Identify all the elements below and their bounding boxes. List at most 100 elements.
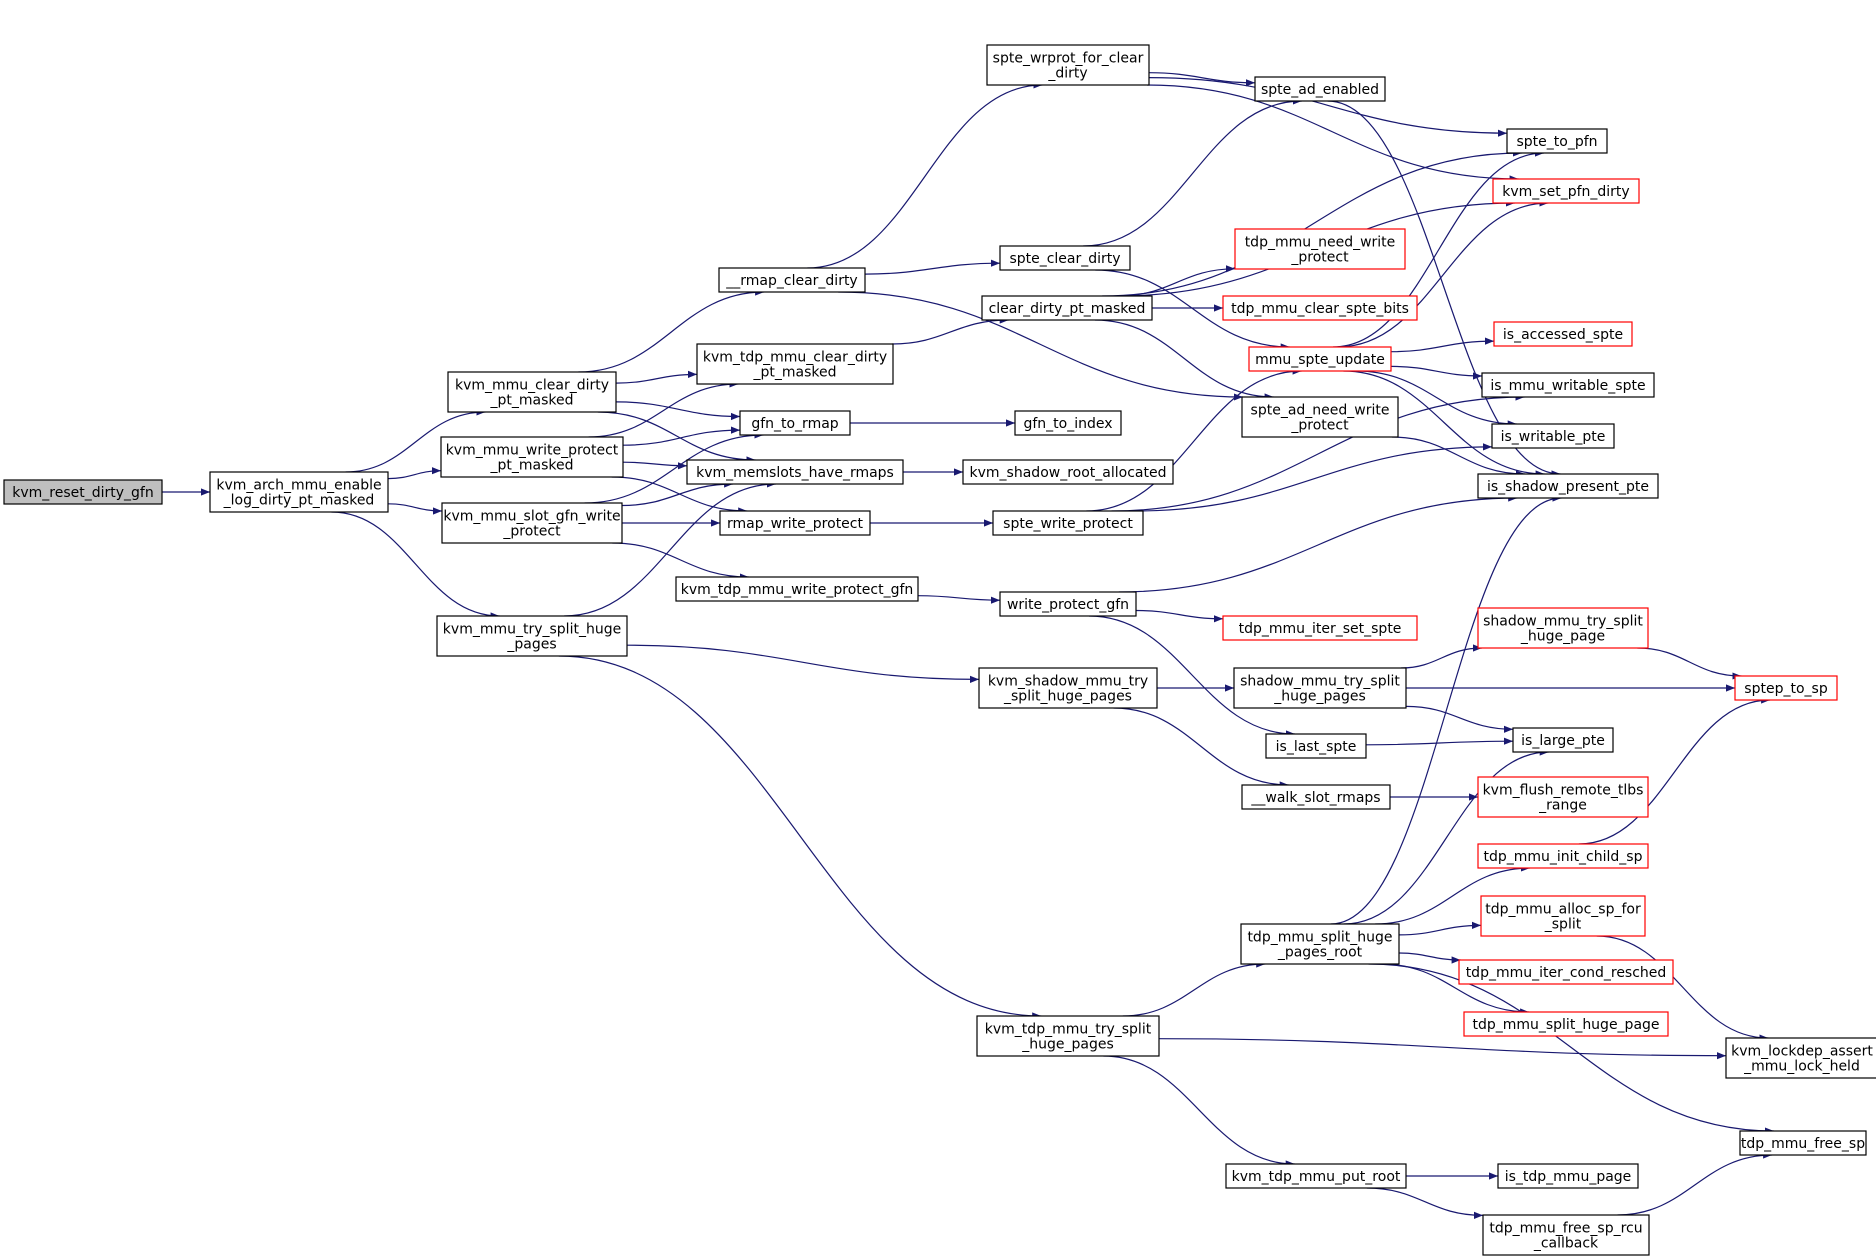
node-is-mmu-writable-spte[interactable]: is_mmu_writable_spte xyxy=(1481,372,1655,398)
node-is-accessed-spte[interactable]: is_accessed_spte xyxy=(1493,321,1633,347)
node-label: is_large_pte xyxy=(1521,733,1605,749)
node-is-shadow-present-pte[interactable]: is_shadow_present_pte xyxy=(1477,473,1659,499)
node-is-tdp-mmu-page[interactable]: is_tdp_mmu_page xyxy=(1497,1163,1639,1189)
node-box xyxy=(696,343,894,385)
node-label: kvm_tdp_mmu_try_split xyxy=(985,1022,1152,1038)
node-label: tdp_mmu_free_sp_rcu xyxy=(1489,1221,1642,1237)
call-edge xyxy=(1086,367,1302,512)
node-gfn-to-rmap[interactable]: gfn_to_rmap xyxy=(739,410,851,436)
node-kvm-arch-mmu-enable-log-dirty-pt-masked[interactable]: kvm_arch_mmu_enable_log_dirty_pt_masked xyxy=(209,471,389,513)
node-tdp-mmu-alloc-sp-for-split[interactable]: tdp_mmu_alloc_sp_for_split xyxy=(1480,895,1646,937)
node-kvm-flush-remote-tlbs-range[interactable]: kvm_flush_remote_tlbs_range xyxy=(1477,776,1649,818)
call-edge xyxy=(558,655,1042,1020)
node-box xyxy=(1233,667,1407,709)
node-box xyxy=(1493,321,1633,347)
node-kvm-tdp-mmu-put-root[interactable]: kvm_tdp_mmu_put_root xyxy=(1225,1163,1407,1189)
node-kvm-mmu-write-protect-pt-masked[interactable]: kvm_mmu_write_protect_pt_masked xyxy=(440,436,624,478)
node-label: spte_write_protect xyxy=(1003,516,1133,532)
call-edge xyxy=(1391,436,1525,478)
node-tdp-mmu-split-huge-page[interactable]: tdp_mmu_split_huge_page xyxy=(1463,1011,1669,1037)
node-label: __rmap_clear_dirty xyxy=(725,273,857,289)
node-kvm-shadow-root-allocated[interactable]: kvm_shadow_root_allocated xyxy=(962,459,1174,485)
node-kvm-shadow-mmu-try-split-huge-pages[interactable]: kvm_shadow_mmu_try_split_huge_pages xyxy=(978,667,1158,709)
node-tdp-mmu-need-write-protect[interactable]: tdp_mmu_need_write_protect xyxy=(1234,228,1406,270)
node-tdp-mmu-clear-spte-bits[interactable]: tdp_mmu_clear_spte_bits xyxy=(1222,295,1418,321)
node-kvm-reset-dirty-gfn[interactable]: kvm_reset_dirty_gfn xyxy=(3,479,163,505)
node-spte-write-protect[interactable]: spte_write_protect xyxy=(992,510,1144,536)
node-kvm-tdp-mmu-try-split-huge-pages[interactable]: kvm_tdp_mmu_try_split_huge_pages xyxy=(976,1015,1160,1057)
node-mmu-spte-update[interactable]: mmu_spte_update xyxy=(1248,346,1392,372)
node-label: tdp_mmu_need_write xyxy=(1245,235,1396,251)
call-edge xyxy=(1118,494,1518,593)
node-box xyxy=(1463,1011,1669,1037)
node-box xyxy=(1477,607,1649,649)
node-shadow-mmu-try-split-huge-pages[interactable]: shadow_mmu_try_split_huge_pages xyxy=(1233,667,1407,709)
node-tdp-mmu-free-sp[interactable]: tdp_mmu_free_sp xyxy=(1739,1130,1867,1156)
call-edge xyxy=(1365,737,1514,746)
node-label: tdp_mmu_split_huge xyxy=(1247,930,1392,946)
node-label: gfn_to_rmap xyxy=(751,416,838,432)
node-rmap-clear-dirty[interactable]: __rmap_clear_dirty xyxy=(718,267,866,293)
node-walk-slot-rmaps[interactable]: __walk_slot_rmaps xyxy=(1241,784,1391,810)
node-tdp-mmu-iter-cond-resched[interactable]: tdp_mmu_iter_cond_resched xyxy=(1458,959,1674,985)
node-box xyxy=(1481,372,1655,398)
node-spte-ad-enabled[interactable]: spte_ad_enabled xyxy=(1254,76,1386,102)
node-kvm-mmu-try-split-huge-pages[interactable]: kvm_mmu_try_split_huge_pages xyxy=(436,615,628,657)
node-label: _huge_pages xyxy=(1273,689,1366,705)
node-box xyxy=(1222,295,1418,321)
node-box xyxy=(992,510,1144,536)
node-box xyxy=(981,295,1153,321)
node-box xyxy=(686,459,904,485)
call-edge xyxy=(615,370,698,384)
node-label: kvm_shadow_root_allocated xyxy=(970,465,1167,481)
node-tdp-mmu-split-huge-pages-root[interactable]: tdp_mmu_split_huge_pages_root xyxy=(1240,923,1400,965)
node-write-protect-gfn[interactable]: write_protect_gfn xyxy=(999,591,1137,617)
call-edge xyxy=(1118,265,1236,297)
node-clear-dirty-pt-masked[interactable]: clear_dirty_pt_masked xyxy=(981,295,1153,321)
node-spte-wrprot-for-clear-dirty[interactable]: spte_wrprot_for_clear_dirty xyxy=(986,44,1150,86)
node-label: clear_dirty_pt_masked xyxy=(989,301,1146,317)
node-label: tdp_mmu_clear_spte_bits xyxy=(1231,301,1409,317)
node-box xyxy=(1014,410,1122,436)
node-kvm-mmu-clear-dirty-pt-masked[interactable]: kvm_mmu_clear_dirty_pt_masked xyxy=(447,371,617,413)
node-box xyxy=(1492,178,1640,204)
node-spte-to-pfn[interactable]: spte_to_pfn xyxy=(1506,128,1608,154)
node-is-large-pte[interactable]: is_large_pte xyxy=(1512,727,1614,753)
node-gfn-to-index[interactable]: gfn_to_index xyxy=(1014,410,1122,436)
node-kvm-tdp-mmu-clear-dirty-pt-masked[interactable]: kvm_tdp_mmu_clear_dirty_pt_masked xyxy=(696,343,894,385)
node-label: _pt_masked xyxy=(753,365,837,381)
node-spte-ad-need-write-protect[interactable]: spte_ad_need_write_protect xyxy=(1241,396,1399,438)
node-kvm-memslots-have-rmaps[interactable]: kvm_memslots_have_rmaps xyxy=(686,459,904,485)
node-shadow-mmu-try-split-huge-page[interactable]: shadow_mmu_try_split_huge_page xyxy=(1477,607,1649,649)
node-box xyxy=(1482,1214,1650,1256)
node-box xyxy=(1241,784,1391,810)
node-label: _dirty xyxy=(1047,66,1087,82)
call-edge xyxy=(1103,1055,1295,1168)
node-kvm-set-pfn-dirty[interactable]: kvm_set_pfn_dirty xyxy=(1492,178,1640,204)
call-edge xyxy=(578,288,765,373)
node-kvm-tdp-mmu-write-protect-gfn[interactable]: kvm_tdp_mmu_write_protect_gfn xyxy=(675,576,919,602)
node-box xyxy=(1265,733,1367,759)
call-edge xyxy=(1366,1187,1484,1219)
node-tdp-mmu-iter-set-spte[interactable]: tdp_mmu_iter_set_spte xyxy=(1222,615,1418,641)
node-tdp-mmu-init-child-sp[interactable]: tdp_mmu_init_child_sp xyxy=(1477,843,1649,869)
call-edge xyxy=(1111,393,1525,512)
node-tdp-mmu-free-sp-rcu-callback[interactable]: tdp_mmu_free_sp_rcu_callback xyxy=(1482,1214,1650,1256)
node-box xyxy=(1477,843,1649,869)
node-label: kvm_mmu_clear_dirty xyxy=(455,378,609,394)
node-box xyxy=(675,576,919,602)
call-edge xyxy=(917,595,1001,604)
call-edge xyxy=(1343,748,1549,925)
node-label: kvm_tdp_mmu_write_protect_gfn xyxy=(681,582,914,598)
node-box xyxy=(1480,895,1646,937)
node-kvm-lockdep-assert-mmu-lock-held[interactable]: kvm_lockdep_assert_mmu_lock_held xyxy=(1725,1037,1876,1079)
node-spte-clear-dirty[interactable]: spte_clear_dirty xyxy=(999,245,1131,271)
node-rmap-write-protect[interactable]: rmap_write_protect xyxy=(719,510,871,536)
node-box xyxy=(1222,615,1418,641)
node-is-writable-pte[interactable]: is_writable_pte xyxy=(1491,423,1615,449)
node-label: spte_ad_enabled xyxy=(1261,82,1379,98)
node-sptep-to-sp[interactable]: sptep_to_sp xyxy=(1734,675,1838,701)
node-box xyxy=(719,510,871,536)
node-kvm-mmu-slot-gfn-write-protect[interactable]: kvm_mmu_slot_gfn_write_protect xyxy=(441,502,623,544)
node-is-last-spte[interactable]: is_last_spte xyxy=(1265,733,1367,759)
